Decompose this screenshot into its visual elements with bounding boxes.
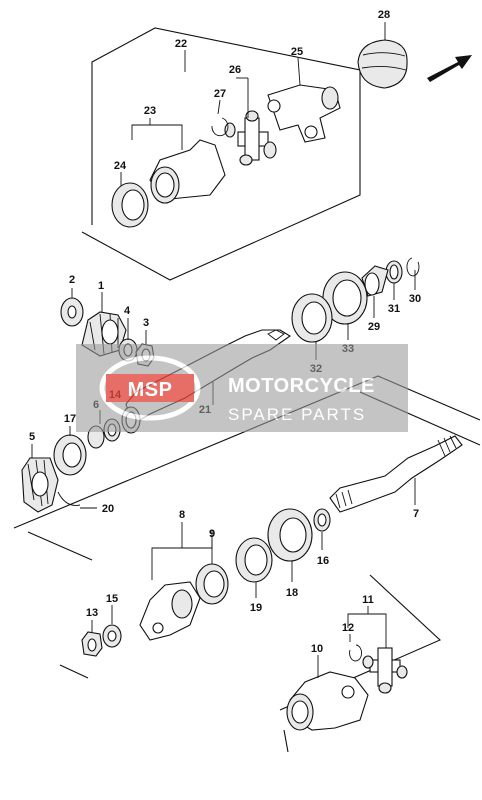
part-16-ring (313, 508, 331, 550)
callout-9: 9 (209, 528, 215, 540)
part-19-seal (235, 537, 273, 598)
callout-29: 29 (368, 321, 380, 333)
callout-10: 10 (311, 643, 323, 655)
callout-27: 27 (214, 88, 226, 100)
callout-5: 5 (29, 431, 35, 443)
callout-8: 8 (179, 509, 185, 521)
callout-4: 4 (124, 305, 131, 317)
callout-1: 1 (98, 280, 104, 292)
part-5-ring-gear (21, 444, 59, 513)
callout-16: 16 (317, 555, 329, 567)
part-20-snap-ring (57, 491, 97, 509)
part-32-bearing (291, 293, 333, 360)
callout-12: 12 (342, 622, 354, 634)
watermark-logo: MSP (99, 355, 201, 421)
callout-23: 23 (144, 105, 156, 117)
part-10-yoke (286, 655, 369, 731)
callout-26: 26 (229, 64, 241, 76)
part-27-circlip (211, 99, 229, 137)
callout-22: 22 (175, 38, 187, 50)
part-13-nut (81, 620, 103, 657)
part-12-circlip (349, 634, 362, 662)
part-2-washer (60, 288, 84, 327)
part-31-ring (385, 260, 403, 300)
callout-17: 17 (64, 413, 76, 425)
part-18-bearing (267, 508, 313, 582)
front-direction-arrow-icon (427, 55, 472, 82)
callout-20: 20 (102, 503, 114, 515)
callout-31: 31 (388, 303, 400, 315)
part-17-bearing (53, 426, 87, 476)
watermark-line1: MOTORCYCLE (228, 375, 375, 397)
watermark: MSP MOTORCYCLE SPARE PARTS (76, 344, 408, 432)
part-29-spacer (361, 265, 389, 318)
watermark-line2: SPARE PARTS (228, 405, 366, 424)
frame-group-22 (81, 27, 361, 281)
part-7-drive-shaft (329, 435, 463, 513)
callout-19: 19 (250, 602, 262, 614)
part-28-boot (357, 22, 408, 89)
callout-2: 2 (69, 274, 75, 286)
part-25-yoke (267, 57, 341, 143)
part-9-seal (195, 540, 229, 605)
callout-3: 3 (143, 317, 149, 329)
watermark-logo-text: MSP (128, 379, 173, 401)
part-30-circlip (406, 257, 420, 290)
callout-7: 7 (413, 508, 419, 520)
callout-28: 28 (378, 9, 390, 21)
callout-24: 24 (114, 160, 127, 172)
part-8-yoke (139, 522, 213, 641)
callout-13: 13 (86, 607, 98, 619)
part-15-washer (102, 605, 122, 648)
part-11-spider (347, 606, 408, 694)
part-24-seal (111, 172, 149, 228)
part-26-spider (224, 77, 277, 166)
callout-25: 25 (291, 46, 303, 58)
callout-15: 15 (106, 593, 118, 605)
callout-30: 30 (409, 293, 421, 305)
part-23-yoke-shaft (131, 118, 226, 204)
callout-18: 18 (286, 587, 298, 599)
callout-11: 11 (362, 594, 374, 606)
